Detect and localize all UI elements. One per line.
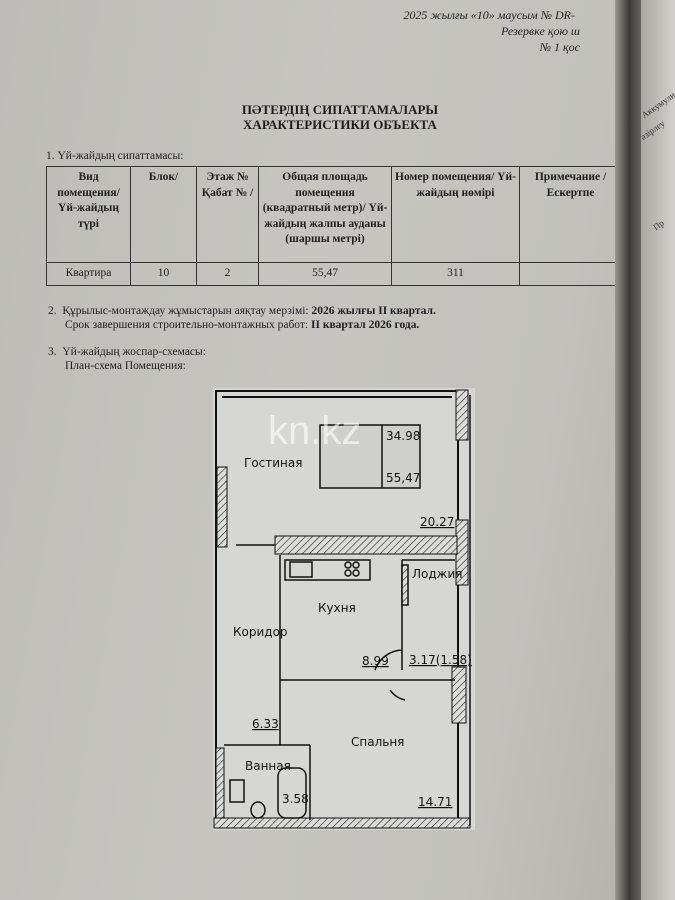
page-fold-shadow — [615, 0, 643, 900]
wall-hatched — [213, 817, 471, 829]
section-2-ru: Срок завершения строительно-монтажных ра… — [65, 319, 419, 331]
title-kz: ПӘТЕРДІҢ СИПАТТАМАЛАРЫ — [241, 102, 439, 117]
section-2-kz-text: Құрылыс-монтаждау жұмыстарын аяқтау мерз… — [62, 305, 312, 317]
section-3-kz: 3. Үй-жайдың жоспар-схемасы: — [48, 346, 206, 358]
table-header-row: Вид помещения/ Үй-жайдың түрі Блок/ Этаж… — [46, 166, 622, 263]
room-label-kitchen: Кухня — [318, 601, 356, 615]
table-row: Квартира 10 2 55,47 311 — [46, 262, 622, 286]
header-line-1: 2025 жылғы «10» маусым № DR- — [403, 8, 575, 22]
section-2-kz: 2. Құрылыс-монтаждау жұмыстарын аяқтау м… — [48, 305, 436, 317]
header-floor: Этаж № Қабат № / — [196, 166, 259, 263]
bath-area: 3.58 — [282, 792, 309, 806]
living-area: 20.27 — [420, 515, 454, 529]
interior-walls — [224, 395, 471, 825]
header-line-3: № 1 қос — [539, 40, 580, 54]
kitchen-area: 8.99 — [362, 654, 389, 668]
corridor-area: 6.33 — [252, 717, 279, 731]
floor-plan: kn.kz Гостиная 34.98 55,47 20.27 Кухня 8… — [213, 388, 475, 830]
room-label-loggia: Лоджия — [412, 567, 463, 581]
header-note: Примечание / Ескертпе — [519, 166, 622, 263]
section-2-ru-date: II квартал 2026 года. — [311, 319, 420, 331]
section-2-ru-text: Срок завершения строительно-монтажных ра… — [65, 319, 312, 331]
wall-hatched — [215, 747, 225, 827]
next-page-text: Аккумули — [639, 89, 675, 121]
header-type: Вид помещения/ Үй-жайдың түрі — [46, 166, 131, 263]
wall-hatched — [216, 466, 228, 548]
section-3-number: 3. — [48, 346, 57, 358]
room-label-bedroom: Спальня — [351, 735, 404, 749]
living-box-bottom: 55,47 — [386, 471, 420, 485]
next-page-edge: Аккумули әзірлеу Пр — [638, 0, 675, 900]
header-line-2: Резервке қою ш — [500, 24, 580, 38]
living-box-top: 34.98 — [386, 429, 420, 443]
document-page: 2025 жылғы «10» маусым № DR- Резервке қо… — [0, 0, 622, 900]
room-label-bath: Ванная — [245, 759, 291, 773]
wall-hatched — [274, 535, 458, 555]
bedroom-area: 14.71 — [418, 795, 452, 809]
room-label-corridor: Коридор — [233, 625, 288, 639]
section-2-number: 2. — [48, 305, 57, 317]
next-page-text: әзірлеу — [638, 118, 667, 142]
wall-hatched — [455, 389, 469, 441]
section-3-ru: План-схема Помещения: — [65, 360, 186, 372]
watermark: kn.kz — [268, 409, 361, 453]
header-block: Блок/ — [130, 166, 197, 263]
header-number: Номер помещения/ Үй-жайдың нөмірі — [391, 166, 520, 263]
loggia-area: 3.17(1.58) — [409, 653, 472, 667]
room-label-living: Гостиная — [244, 456, 302, 470]
next-page-text: Пр — [651, 217, 666, 233]
section-3-kz-text: Үй-жайдың жоспар-схемасы: — [62, 346, 206, 358]
object-table: Вид помещения/ Үй-жайдың түрі Блок/ Этаж… — [46, 166, 622, 286]
title-ru: ХАРАКТЕРИСТИКИ ОБЪЕКТА — [243, 117, 437, 132]
header-area: Общая площадь помещения (квадратный метр… — [258, 166, 392, 263]
cell-number: 311 — [391, 262, 520, 286]
wall-hatched — [451, 666, 467, 724]
section-1-label: 1. Үй-жайдың сипаттамасы: — [46, 150, 184, 162]
section-2-kz-date: 2026 жылғы II квартал. — [311, 305, 436, 317]
